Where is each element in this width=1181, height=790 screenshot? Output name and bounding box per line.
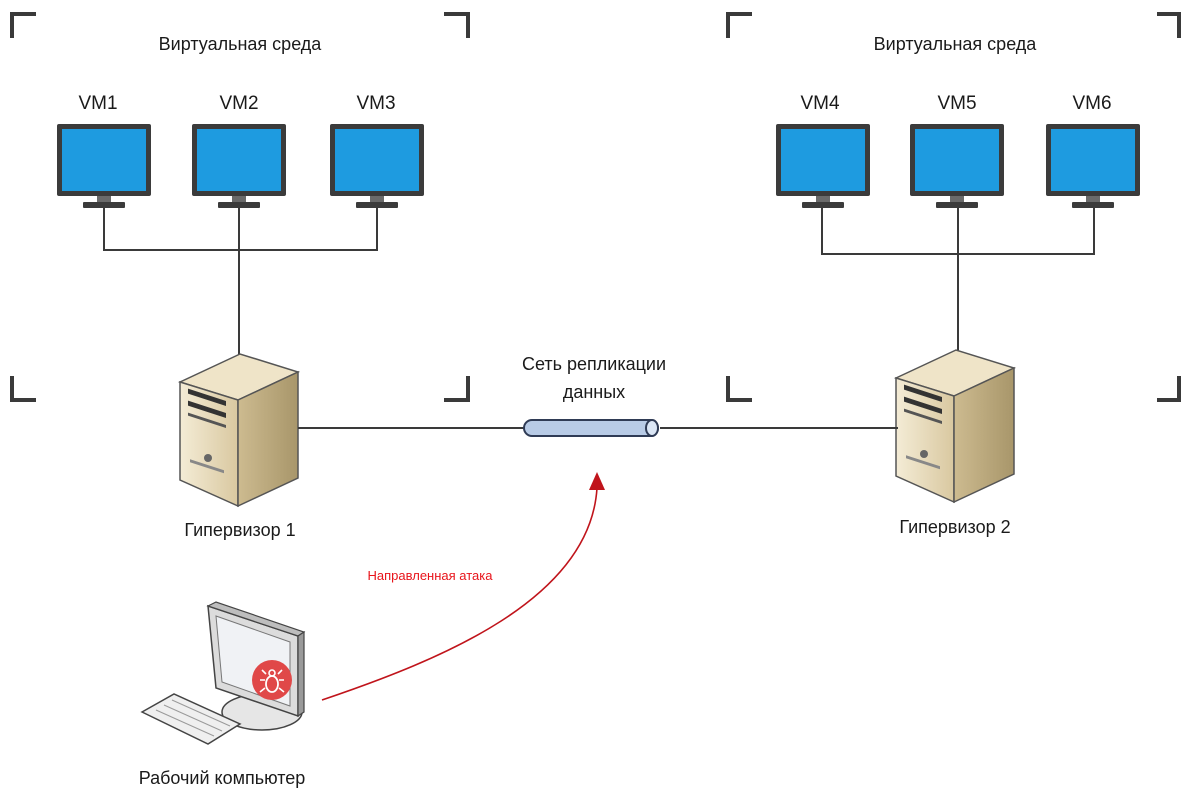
- hypervisor-1-server-icon: [179, 353, 299, 507]
- bug-badge-icon: [252, 660, 292, 700]
- left-env-title: Виртуальная среда: [159, 34, 323, 54]
- hypervisor-2-server-icon: [895, 349, 1015, 503]
- vm6-monitor-icon: [1046, 124, 1140, 208]
- replication-network-cable-icon: [523, 419, 659, 437]
- attack-arrow: [321, 472, 605, 701]
- hypervisor-2-label: Гипервизор 2: [899, 517, 1010, 537]
- network-label-line1: Сеть репликации: [522, 354, 666, 374]
- vm6-label: VM6: [1072, 93, 1111, 114]
- vm3-monitor-icon: [330, 124, 424, 208]
- vm3-label: VM3: [356, 93, 395, 114]
- right-vm-bus: [821, 208, 1095, 354]
- attack-label: Направленная атака: [368, 568, 494, 583]
- vm5-monitor-icon: [910, 124, 1004, 208]
- vm1-label: VM1: [78, 93, 117, 114]
- vm5-label: VM5: [937, 93, 976, 114]
- vm4-monitor-icon: [776, 124, 870, 208]
- left-env-bracket: [10, 12, 470, 402]
- right-env-bracket: [726, 12, 1181, 402]
- vm2-monitor-icon: [192, 124, 286, 208]
- right-env-title: Виртуальная среда: [874, 34, 1038, 54]
- network-label-line2: данных: [563, 382, 625, 402]
- vm2-label: VM2: [219, 93, 258, 114]
- workstation-label: Рабочий компьютер: [139, 768, 306, 788]
- vm1-monitor-icon: [57, 124, 151, 208]
- left-vm-bus: [103, 208, 378, 358]
- vm4-label: VM4: [800, 93, 840, 114]
- hypervisor-1-label: Гипервизор 1: [184, 520, 295, 540]
